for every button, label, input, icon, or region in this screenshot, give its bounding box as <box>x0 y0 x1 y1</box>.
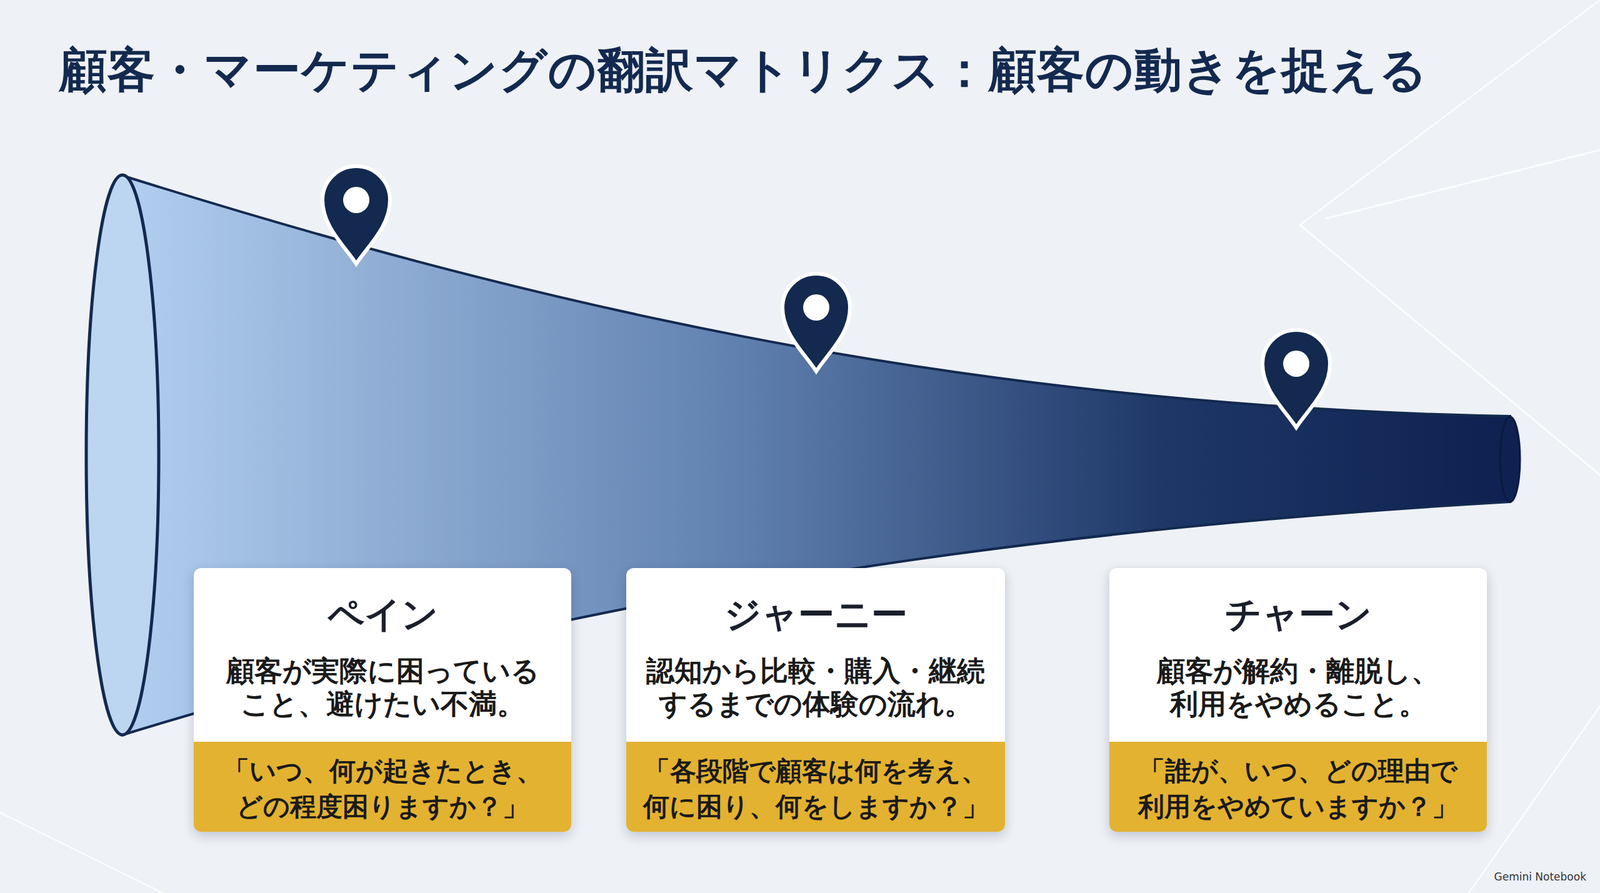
watermark: Gemini Notebook <box>1494 870 1587 884</box>
question-band: 「いつ、何が起きたとき、 どの程度困りますか？」 <box>193 741 572 832</box>
term-heading: チャーン <box>1109 590 1487 640</box>
term-card: チャーン顧客が解約・離脱し、 利用をやめること。「誰が、いつ、どの理由で 利用を… <box>1109 568 1487 832</box>
question-text: 「各段階で顧客は何を考え、 何に困り、何をしますか？」 <box>632 753 999 825</box>
term-definition: 顧客が実際に困っている こと、避けたい不満。 <box>203 654 562 721</box>
funnel-end <box>1500 416 1520 502</box>
question-text: 「誰が、いつ、どの理由で 利用をやめていますか？」 <box>1115 753 1481 825</box>
funnel-opening <box>86 175 159 735</box>
term-card: ジャーニー認知から比較・購入・継続 するまでの体験の流れ。「各段階で顧客は何を考… <box>626 568 1005 832</box>
term-definition: 認知から比較・購入・継続 するまでの体験の流れ。 <box>636 654 995 721</box>
term-definition: 顧客が解約・離脱し、 利用をやめること。 <box>1119 654 1477 721</box>
term-card: ペイン顧客が実際に困っている こと、避けたい不満。「いつ、何が起きたとき、 どの… <box>193 568 572 832</box>
question-text: 「いつ、何が起きたとき、 どの程度困りますか？」 <box>200 753 565 825</box>
map-pin <box>782 273 850 372</box>
map-pin <box>322 166 390 264</box>
map-pin <box>1262 330 1330 428</box>
question-band: 「各段階で顧客は何を考え、 何に困り、何をしますか？」 <box>626 741 1005 832</box>
term-heading: ペイン <box>193 590 572 640</box>
question-band: 「誰が、いつ、どの理由で 利用をやめていますか？」 <box>1109 741 1487 832</box>
term-heading: ジャーニー <box>626 590 1005 640</box>
diagram-title: 顧客・マーケティングの翻訳マトリクス：顧客の動きを捉える <box>59 38 1429 104</box>
